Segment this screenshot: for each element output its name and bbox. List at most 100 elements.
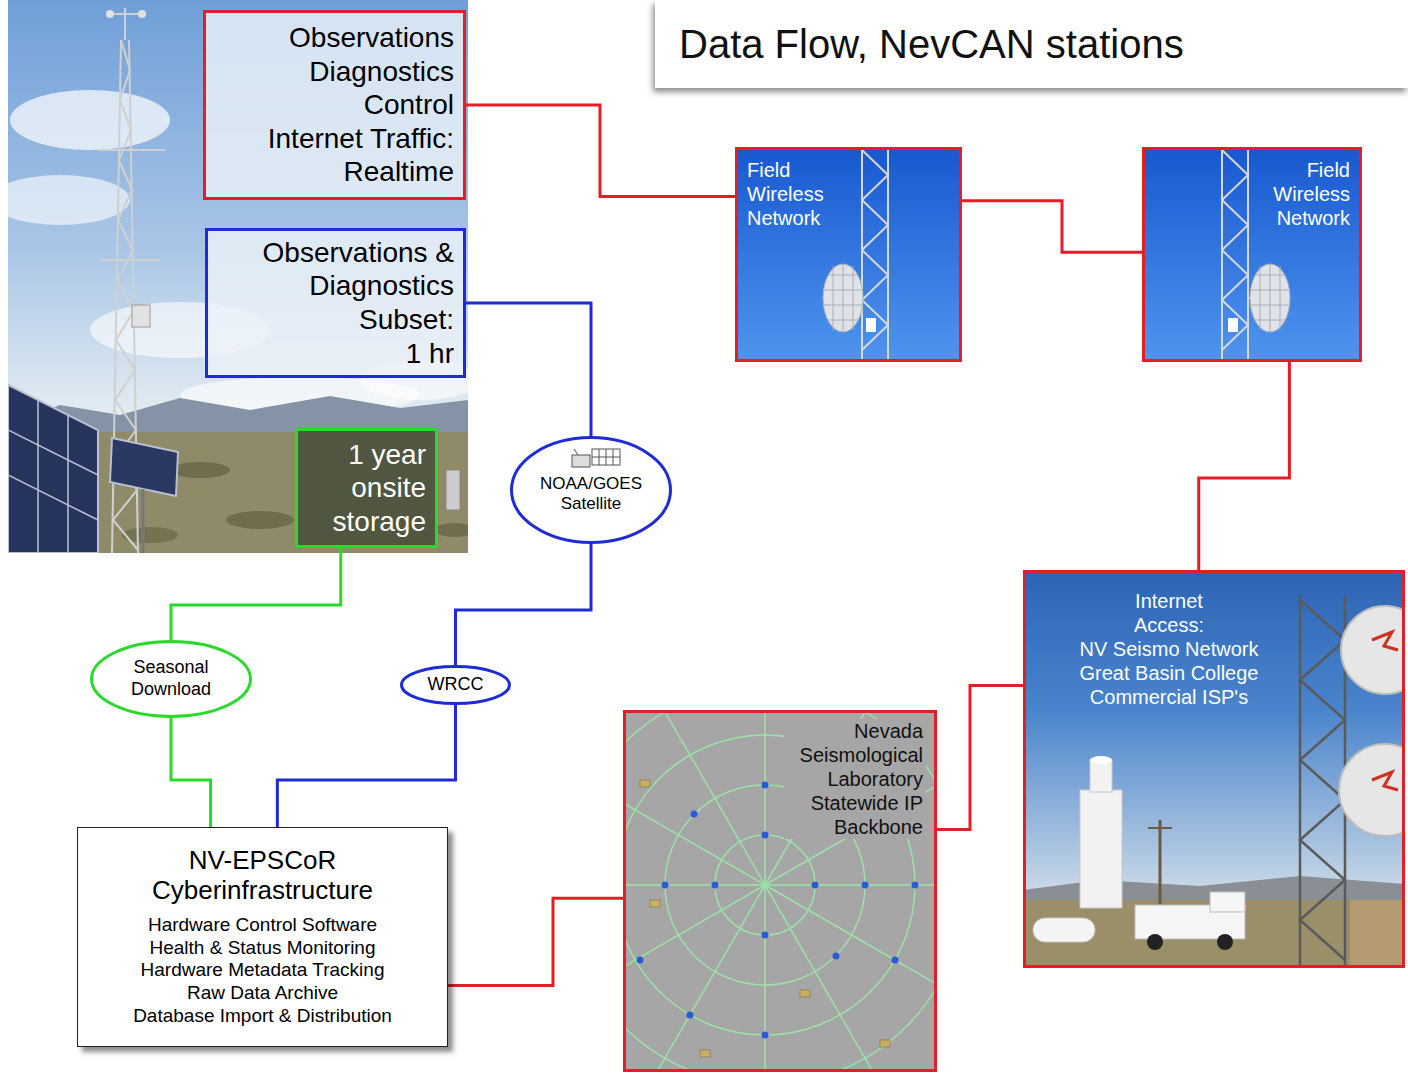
hourly-subset-box: Observations & DiagnosticsSubset: 1 hr	[205, 228, 466, 378]
backbone-network-map	[687, 1012, 694, 1019]
node-label: Raw Data Archive	[187, 982, 338, 1005]
backbone-network-map	[762, 832, 769, 839]
node-label: Seasonal Download	[108, 657, 234, 700]
backbone-network-map	[623, 885, 765, 1015]
station-photo	[132, 305, 150, 327]
station-photo	[110, 438, 178, 496]
backbone-network-map	[712, 882, 719, 889]
backbone-network-map	[764, 710, 766, 885]
ellipse-outline	[92, 642, 251, 717]
backbone-network-map	[637, 957, 644, 964]
backbone-network-map	[623, 710, 937, 1072]
node-label: Observations	[289, 21, 454, 55]
station-photo	[170, 462, 230, 478]
station-photo	[8, 400, 98, 553]
ellipse-outline	[402, 667, 510, 704]
internet-tower-photo	[1217, 934, 1233, 950]
internet-tower-photo	[1210, 892, 1245, 912]
node-label: Observations & Diagnostics	[217, 236, 454, 303]
field-tower-photo	[862, 150, 888, 350]
diagram-title: Data Flow, NevCAN stations	[655, 0, 1408, 88]
station-photo	[138, 10, 146, 18]
node-label: Internet Traffic: Realtime	[215, 122, 454, 189]
field-tower-photo	[823, 264, 863, 332]
connector-line	[466, 105, 735, 196]
field-tower-photo	[1228, 318, 1238, 332]
backbone-network-map	[635, 710, 765, 885]
node-label: Field Wireless Network	[1250, 158, 1350, 230]
field-tower-photo	[735, 147, 962, 362]
backbone-network-map	[762, 932, 769, 939]
station-photo	[8, 0, 468, 553]
field-tower-photo	[1222, 147, 1252, 362]
connector-line	[277, 705, 455, 827]
node-label: Nevada Seismological Laboratory Statewid…	[784, 719, 926, 839]
backbone-network-map	[691, 811, 698, 818]
internet-access-box: Internet Access:NV Seismo NetworkGreat B…	[1023, 570, 1405, 968]
node-label: Health & Status Monitoring	[149, 937, 375, 960]
station-photo	[67, 415, 69, 553]
backbone-network-map	[623, 710, 937, 1072]
connector-line	[937, 685, 1023, 829]
backbone-network-map	[650, 900, 660, 907]
satellite-icon	[572, 449, 620, 467]
node-label: 1 year onsite storage	[308, 438, 426, 539]
internet-tower-photo	[1033, 918, 1095, 942]
internet-tower-photo	[1090, 760, 1112, 792]
station-photo	[124, 8, 126, 40]
internet-tower-photo	[1372, 772, 1398, 790]
station-photo	[435, 523, 468, 537]
node-label: NOAA/GOES Satellite	[530, 474, 652, 515]
field-tower-photo	[1247, 147, 1249, 362]
field-tower-photo	[887, 147, 889, 362]
field-tower-photo	[866, 318, 876, 332]
backbone-network-map	[912, 882, 919, 889]
backbone-network-map	[765, 884, 937, 886]
connector-line	[448, 898, 623, 985]
station-photo	[8, 175, 130, 225]
connector-line	[1199, 362, 1290, 570]
internet-tower-photo	[1300, 600, 1345, 960]
backbone-network-map	[635, 885, 765, 1072]
station-photo	[8, 475, 98, 520]
backbone-network-map	[623, 755, 765, 885]
node-label: Hardware Control Software	[148, 914, 377, 937]
onsite-storage-box: 1 year onsite storage	[295, 428, 438, 548]
station-photo	[226, 511, 294, 529]
station-photo	[98, 149, 165, 151]
node-label: Field Wireless Network	[747, 158, 847, 230]
realtime-traffic-box: ObservationsDiagnosticsControlInternet T…	[203, 10, 466, 200]
station-photo	[100, 259, 160, 261]
backbone-network-map	[765, 885, 895, 1072]
satellite-icon	[574, 449, 578, 455]
node-label: Control	[364, 88, 454, 122]
internet-tower-photo	[1147, 934, 1163, 950]
satellite-icon	[592, 449, 620, 465]
internet-tower-photo	[1299, 595, 1302, 968]
internet-tower-photo	[1350, 900, 1405, 968]
station-photo	[8, 430, 98, 475]
field-tower-photo	[1221, 147, 1223, 362]
node-label: Commercial ISP's	[1090, 685, 1248, 709]
backbone-network-map	[623, 710, 937, 1072]
internet-tower-photo	[1300, 595, 1345, 968]
wireless-network-box: Field Wireless Network	[735, 147, 962, 362]
station-photo	[8, 385, 98, 553]
backbone-network-map	[662, 882, 669, 889]
field-tower-photo	[1250, 264, 1290, 332]
station-photo	[142, 489, 145, 553]
field-tower-photo	[858, 147, 888, 362]
station-photo	[446, 470, 460, 510]
satellite-ellipse: NOAA/GOES Satellite	[510, 436, 672, 544]
satellite-icon	[572, 455, 590, 467]
backbone-network-map	[762, 782, 769, 789]
station-photo	[10, 90, 170, 150]
connector-line	[456, 544, 592, 665]
field-tower-photo	[1142, 147, 1362, 362]
satellite-icon	[592, 449, 620, 465]
node-label: Diagnostics	[309, 55, 454, 89]
backbone-network-map	[623, 710, 937, 1072]
wrcc-ellipse: WRCC	[400, 665, 511, 705]
internet-tower-photo	[1372, 632, 1398, 650]
node-label: Internet Access:	[1119, 589, 1219, 637]
